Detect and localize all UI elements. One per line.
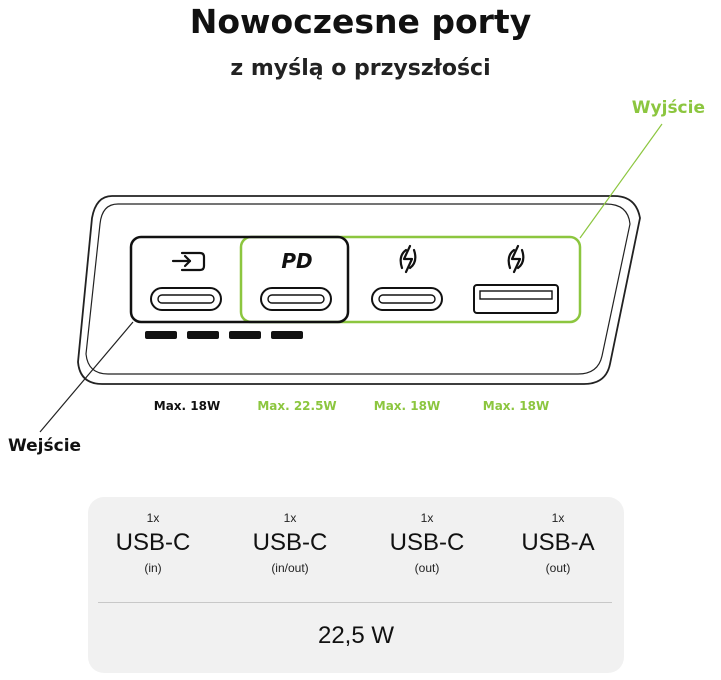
max-watt-usb-c-out: Max. 18W — [373, 399, 441, 413]
spec-mode: (in) — [144, 561, 162, 575]
usb-c-output-port — [371, 287, 443, 311]
input-callout-label: Wejście — [8, 436, 82, 456]
battery-led — [271, 331, 303, 339]
spec-count: 1x — [283, 511, 297, 525]
page-subtitle: z myślą o przyszłości — [230, 56, 491, 81]
spec-count: 1x — [146, 511, 160, 525]
max-watt-usb-a-out: Max. 18W — [482, 399, 550, 413]
battery-led — [145, 331, 177, 339]
pd-badge: PD — [281, 249, 312, 273]
panel-divider — [98, 602, 612, 603]
spec-column: 1x USB-C (in) — [88, 511, 218, 576]
input-port-frame — [129, 235, 350, 324]
battery-led — [229, 331, 261, 339]
spec-mode: (in/out) — [271, 561, 309, 575]
spec-type: USB-C — [389, 529, 465, 556]
max-watt-input: Max. 18W — [153, 399, 221, 413]
input-leader-line — [39, 321, 134, 433]
spec-mode: (out) — [414, 561, 440, 575]
fast-charge-icon — [507, 244, 525, 274]
usb-c-input-port — [150, 287, 222, 311]
spec-count: 1x — [551, 511, 565, 525]
powerbank-illustration: PD — [39, 123, 663, 433]
spec-count: 1x — [420, 511, 434, 525]
specs-panel: 1x USB-C (in) 1x USB-C (in/out) 1x USB-C… — [88, 497, 624, 673]
device-outer-outline — [77, 195, 641, 385]
usb-c-pd-port — [260, 287, 332, 311]
output-leader-line — [579, 123, 663, 239]
output-ports-frame — [239, 235, 582, 324]
spec-type: USB-C — [252, 529, 328, 556]
battery-led — [187, 331, 219, 339]
spec-type: USB-C — [115, 529, 191, 556]
page-title: Nowoczesne porty — [189, 2, 532, 41]
device-inner-outline — [85, 203, 631, 375]
fast-charge-icon — [399, 244, 417, 274]
total-power: 22,5 W — [317, 622, 395, 649]
spec-type: USB-A — [521, 529, 595, 556]
output-callout-label: Wyjście — [631, 98, 705, 118]
spec-column: 1x USB-C (in/out) — [225, 511, 355, 576]
spec-mode: (out) — [545, 561, 571, 575]
input-port-icon — [171, 251, 206, 272]
max-watt-pd: Max. 22.5W — [257, 399, 337, 413]
spec-column: 1x USB-C (out) — [362, 511, 492, 576]
spec-column: 1x USB-A (out) — [493, 511, 623, 576]
